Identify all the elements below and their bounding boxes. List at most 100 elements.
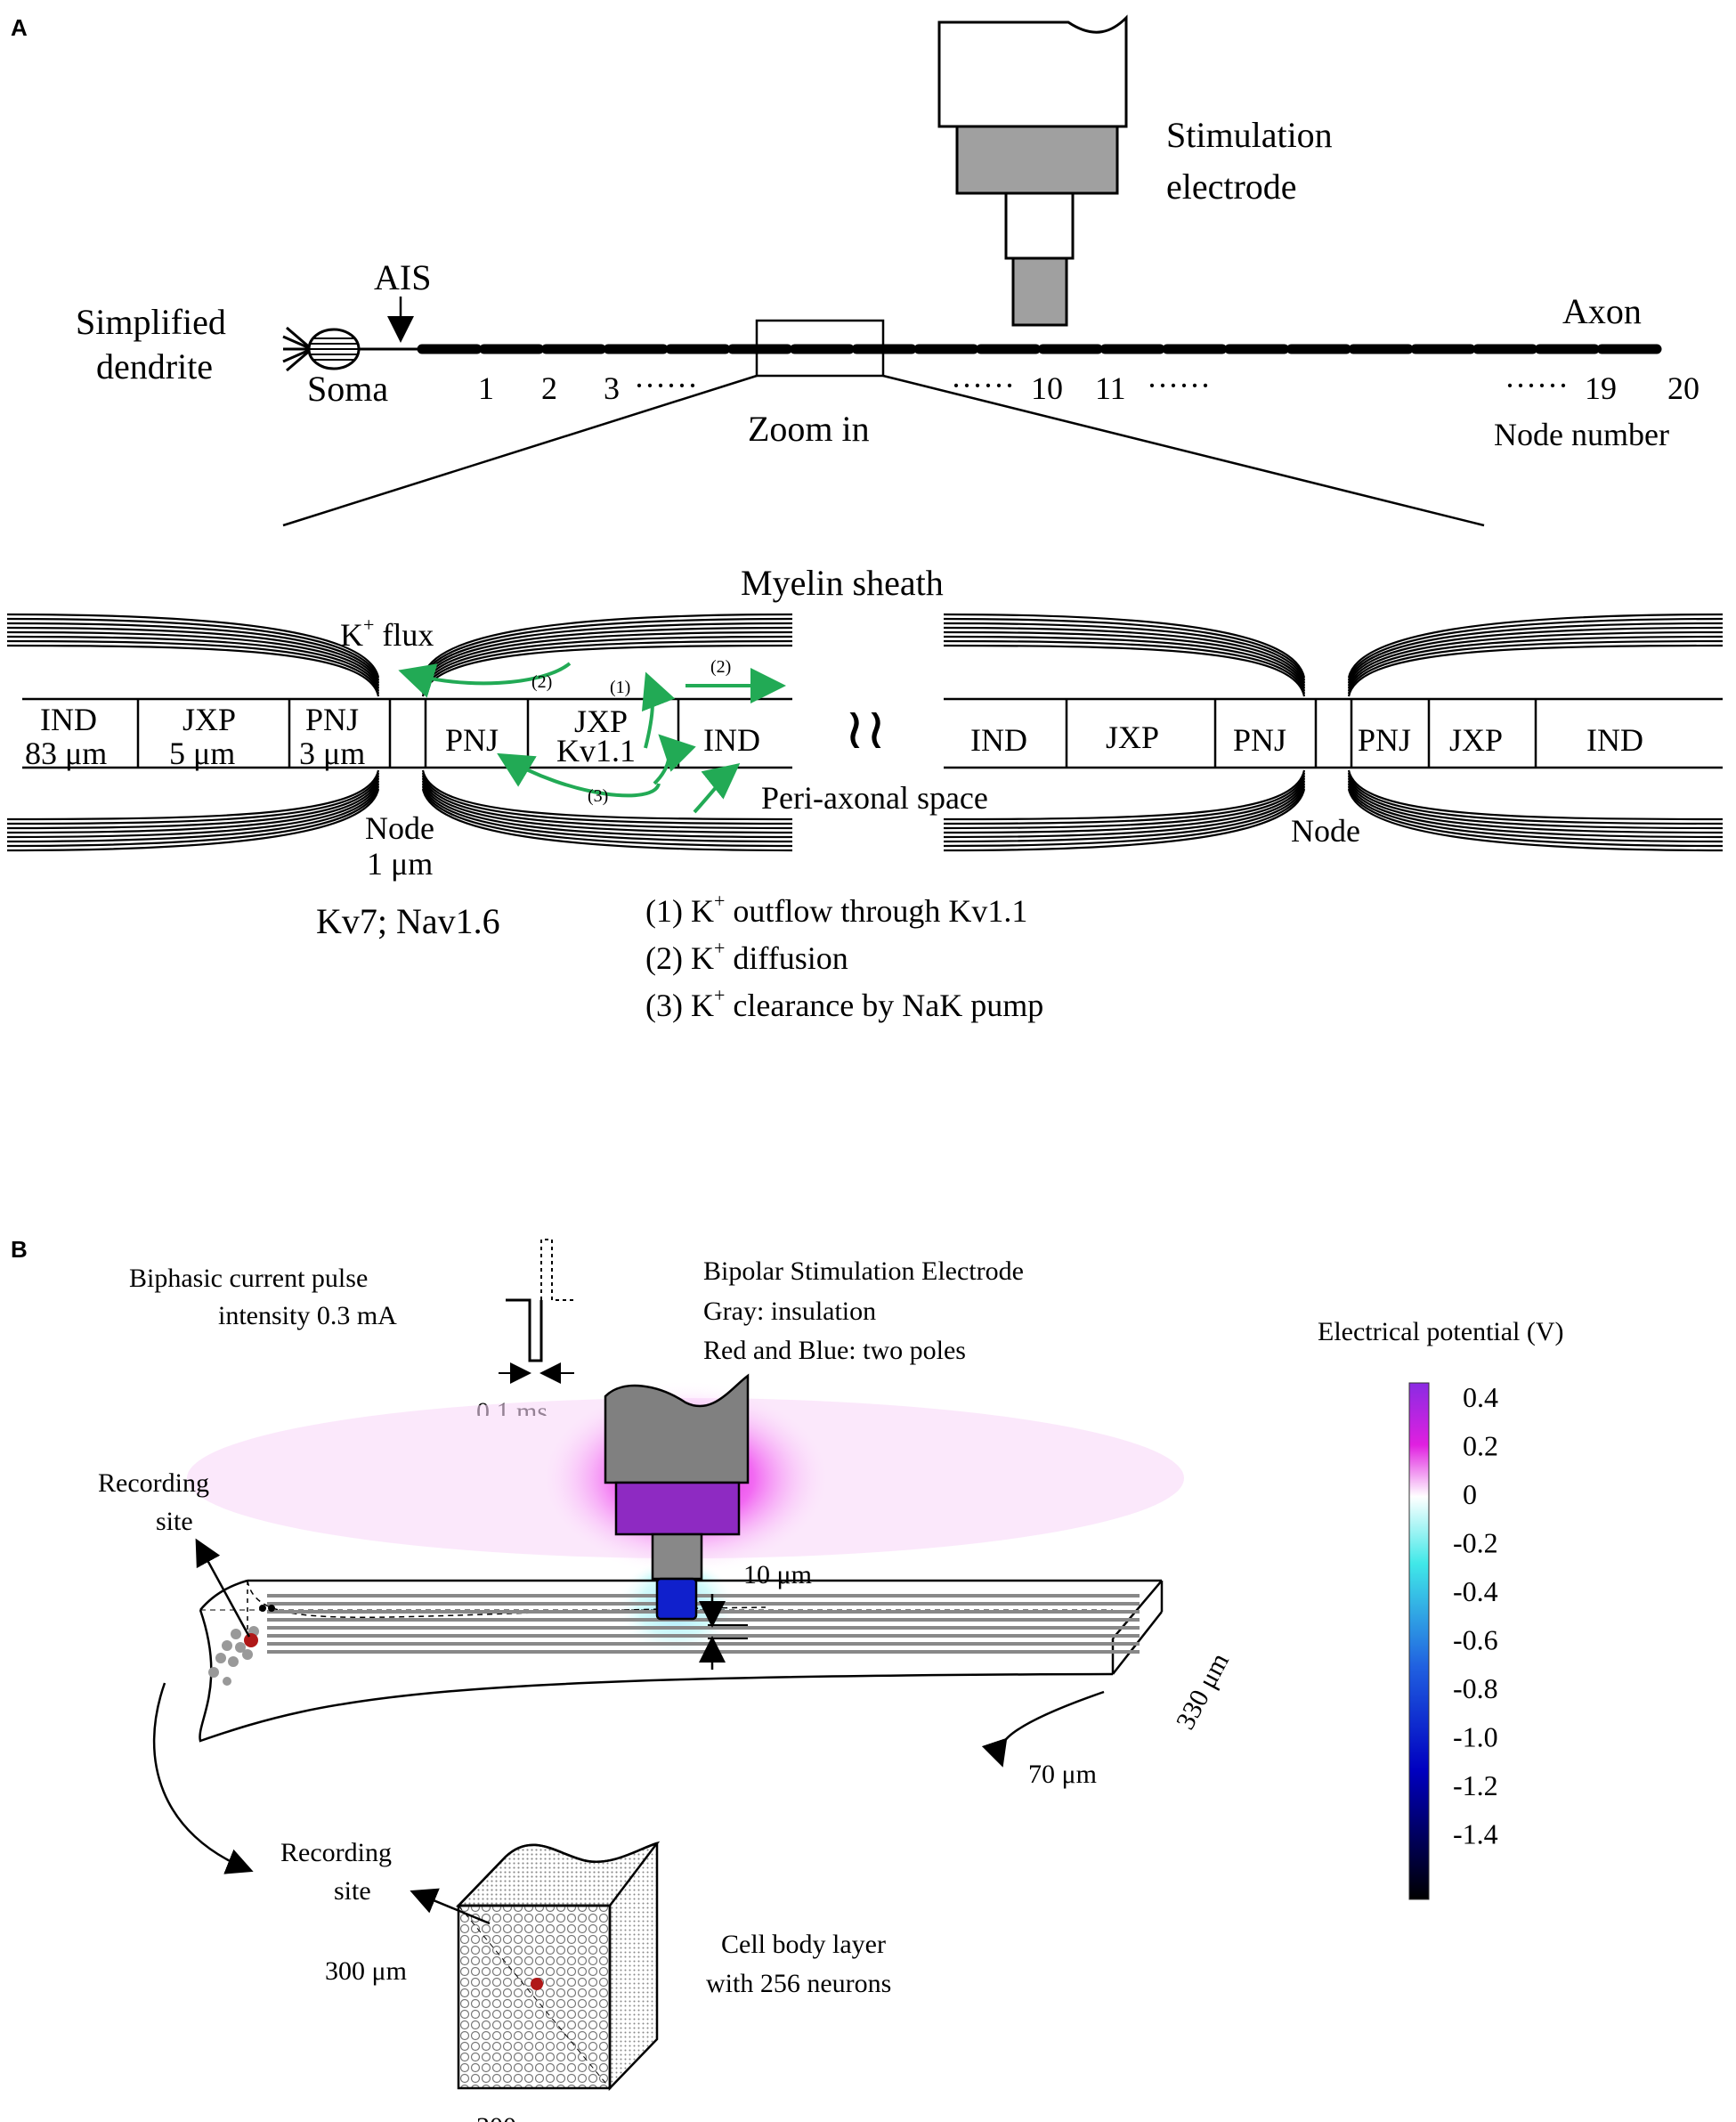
seg-ind-left: IND	[40, 702, 97, 737]
gap-label: 10 μm	[743, 1560, 812, 1589]
break-symbol: ≀≀	[844, 696, 887, 762]
node-number-10: 10	[1031, 370, 1063, 406]
myelin-layer	[421, 769, 793, 821]
recording-site-label-1: Recording	[98, 1468, 209, 1498]
flux-mark-1: (1)	[610, 678, 630, 697]
seg-pnj-left-size: 3 μm	[299, 736, 365, 771]
electrode-desc-1: Bipolar Stimulation Electrode	[703, 1256, 1024, 1286]
ais-label: AIS	[374, 257, 431, 297]
colorbar-tick-label: 0.2	[1463, 1430, 1498, 1462]
simplified-dendrite-label-2: dendrite	[96, 346, 213, 386]
myelin-layer	[1347, 777, 1724, 834]
myelin-layer	[1347, 772, 1724, 825]
myelin-layer	[421, 644, 793, 697]
myelin-layer	[1347, 622, 1724, 684]
seg-pnj-r1: PNJ	[1233, 722, 1286, 758]
recording-site-2-label-1: Recording	[280, 1838, 392, 1867]
myelin-sheath	[6, 613, 1724, 852]
peri-axonal-label: Peri-axonal space	[761, 780, 988, 816]
myelin-layer	[6, 630, 380, 689]
cell-body-cube	[456, 1841, 661, 2092]
axon-end-2	[268, 1605, 275, 1612]
gap-arrows	[699, 1594, 748, 1670]
node-number-label: Node number	[1494, 417, 1669, 452]
myelin-layer	[1347, 780, 1724, 839]
myelin-layer	[6, 775, 380, 830]
colorbar-tick-label: -0.8	[1453, 1672, 1498, 1704]
colorbar-tick-label: -0.4	[1453, 1575, 1498, 1607]
seg-ind-r2: IND	[1586, 722, 1643, 758]
recording-site-dot	[244, 1633, 258, 1647]
myelin-layer	[6, 772, 380, 825]
myelin-layer	[6, 785, 380, 848]
thickness-arrow	[981, 1690, 1105, 1768]
colorbar-title: Electrical potential (V)	[1318, 1317, 1564, 1346]
myelin-layer	[6, 617, 380, 681]
pulse-label-1: Biphasic current pulse	[129, 1264, 368, 1293]
myelin-layer	[6, 777, 380, 834]
k-flux-k: K+ flux	[340, 614, 434, 653]
myelin-layer	[1347, 613, 1724, 679]
colorbar	[1408, 1382, 1430, 1900]
stimulation-electrode	[937, 14, 1128, 327]
axon-end-1	[259, 1605, 266, 1612]
cube-recording-dot	[531, 1978, 543, 1990]
soma-cluster	[208, 1626, 259, 1686]
myelin-layer	[943, 783, 1306, 843]
channels-label: Kv7; Nav1.6	[316, 901, 500, 941]
seg-ind-r1: IND	[970, 722, 1027, 758]
myelin-layer	[943, 626, 1306, 687]
myelin-layer	[1347, 785, 1724, 848]
colorbar-tick-label: 0	[1463, 1478, 1477, 1510]
colorbar-tick-label: -0.6	[1453, 1624, 1498, 1656]
myelin-layer	[943, 644, 1306, 697]
pulse-waveform	[499, 1239, 577, 1384]
node-dots-2: ······	[951, 368, 1015, 403]
seg-pnj-r2: PNJ	[1358, 722, 1411, 758]
colorbar-tick-label: 0.4	[1463, 1381, 1498, 1413]
myelin-layer	[943, 788, 1306, 852]
node-number-19: 19	[1585, 370, 1617, 406]
flux-mark-2a: (2)	[531, 672, 552, 692]
myelin-layer	[1347, 617, 1724, 681]
node-dots-4: ······	[1505, 368, 1569, 403]
electrode-desc-2: Gray: insulation	[703, 1297, 876, 1326]
node-dots-3: ······	[1147, 368, 1211, 403]
recording-site-2-arrow	[410, 1888, 491, 1925]
myelin-layer	[943, 775, 1306, 830]
myelin-layer	[6, 635, 380, 692]
node-number-1: 1	[478, 370, 494, 406]
soma-label: Soma	[307, 369, 388, 409]
axon-label: Axon	[1562, 291, 1642, 331]
node-left-size: 1 μm	[367, 846, 433, 882]
myelin-layer	[1347, 635, 1724, 692]
myelin-layer	[6, 626, 380, 687]
zoom-curve-arrow	[152, 1682, 254, 1874]
myelin-layer	[1347, 626, 1724, 687]
myelin-layer	[943, 777, 1306, 834]
myelin-layer	[6, 613, 380, 679]
myelin-layer	[943, 639, 1306, 695]
node-number-11: 11	[1095, 370, 1126, 406]
pulse-label-2: intensity 0.3 mA	[218, 1301, 397, 1330]
legend-3: (3) K+ clearance by NaK pump	[645, 984, 1043, 1023]
myelin-layer	[421, 788, 793, 852]
myelin-layer	[421, 785, 793, 848]
thickness-70-label: 70 μm	[1028, 1760, 1097, 1789]
seg-kv11-mid: Kv1.1	[556, 733, 636, 768]
myelin-layer	[6, 769, 380, 821]
node-number-20: 20	[1667, 370, 1699, 406]
myelin-layer	[6, 639, 380, 695]
flux-arrows	[398, 662, 786, 814]
cube-bottom-label: 300 μm	[476, 2112, 558, 2122]
flux-mark-3: (3)	[588, 786, 608, 806]
seg-jxp-left-size: 5 μm	[169, 736, 235, 771]
cell-body-label-2: with 256 neurons	[706, 1969, 891, 1998]
myelin-layer	[6, 788, 380, 852]
zoom-in-label: Zoom in	[748, 409, 870, 449]
stim-electrode-label-1: Stimulation	[1166, 115, 1333, 155]
seg-ind-left-size: 83 μm	[25, 736, 107, 771]
myelin-layer	[1347, 775, 1724, 830]
recording-site-label-2: site	[156, 1507, 193, 1536]
